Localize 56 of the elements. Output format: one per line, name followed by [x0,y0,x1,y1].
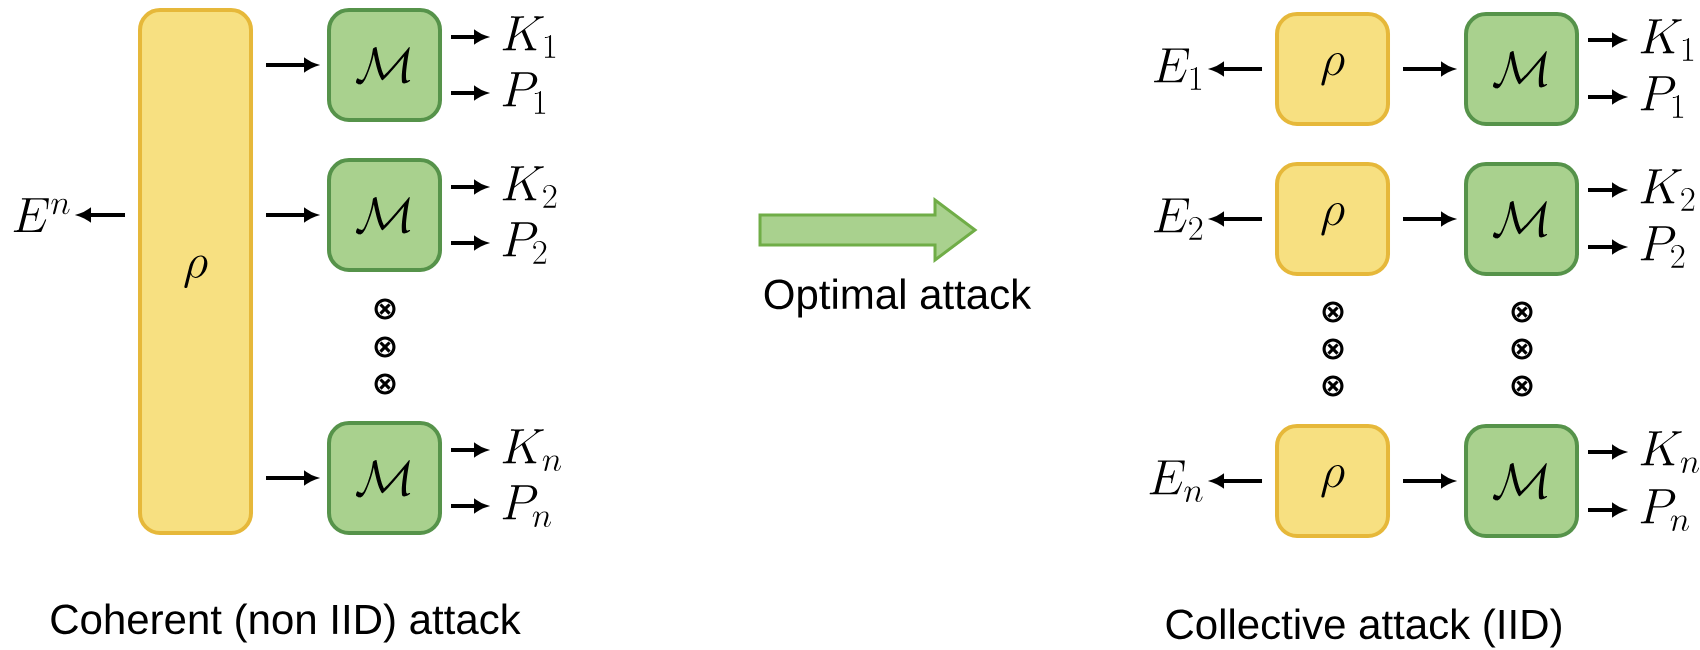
tensor-symbol: ⊗ [1511,375,1533,397]
measurement-box: $\mathcal{M}$ [1464,12,1579,126]
arrow [451,499,487,513]
measurement-box: $\mathcal{M}$ [327,421,442,535]
tensor-symbol: ⊗ [374,336,396,358]
measurement-box: $\mathcal{M}$ [1464,424,1579,538]
math-label: $E_1$ [1154,48,1202,90]
math-label: $K_n$ [1640,431,1700,474]
math-label: $K_2$ [502,166,557,208]
measurement-box: $\mathcal{M}$ [327,158,442,272]
state-box: $\rho$ [1275,162,1390,276]
arrow [451,236,487,250]
arrow [266,58,317,72]
arrow [78,208,125,222]
arrow [1588,90,1625,104]
arrow [1403,212,1454,226]
arrow [1588,503,1625,517]
tensor-symbol: ⊗ [1322,338,1344,360]
arrow [1403,62,1454,76]
arrow-label: Optimal attack [764,278,1032,318]
arrow [1211,212,1262,226]
arrow [1588,183,1625,197]
arrow [451,443,487,457]
arrow [451,180,487,194]
arrow [1588,240,1625,254]
arrow [1588,445,1625,459]
math-label: $P_2$ [1640,226,1685,268]
state-box: $\rho$ [138,8,253,535]
math-label: $K_1$ [502,16,556,58]
math-label: $K_n$ [502,429,562,472]
math-label: $P_n$ [502,485,551,528]
arrow [1403,474,1454,488]
caption: Collective attack (IID) [1166,608,1561,648]
math-label: $P_2$ [502,222,547,264]
caption: Coherent (non IID) attack [51,603,521,643]
measurement-box: $\mathcal{M}$ [327,8,442,122]
state-box: $\rho$ [1275,12,1390,126]
math-label: $P_1$ [1640,76,1684,118]
measurement-box: $\mathcal{M}$ [1464,162,1579,276]
arrow [1588,33,1625,47]
arrow [451,86,487,100]
arrow [266,208,317,222]
math-label: $E^n$ [13,198,70,232]
arrow [1211,474,1262,488]
arrow [451,30,487,44]
tensor-symbol: ⊗ [1322,375,1344,397]
math-label: $E_n$ [1149,460,1203,503]
state-box: $\rho$ [1275,424,1390,538]
math-label: $K_1$ [1640,19,1694,61]
math-label: $P_n$ [1640,489,1689,532]
arrow [266,471,317,485]
math-label: $P_1$ [502,72,546,114]
math-label: $K_2$ [1640,169,1695,211]
arrow [1211,62,1262,76]
math-label: $E_2$ [1154,198,1203,240]
tensor-symbol: ⊗ [1511,338,1533,360]
